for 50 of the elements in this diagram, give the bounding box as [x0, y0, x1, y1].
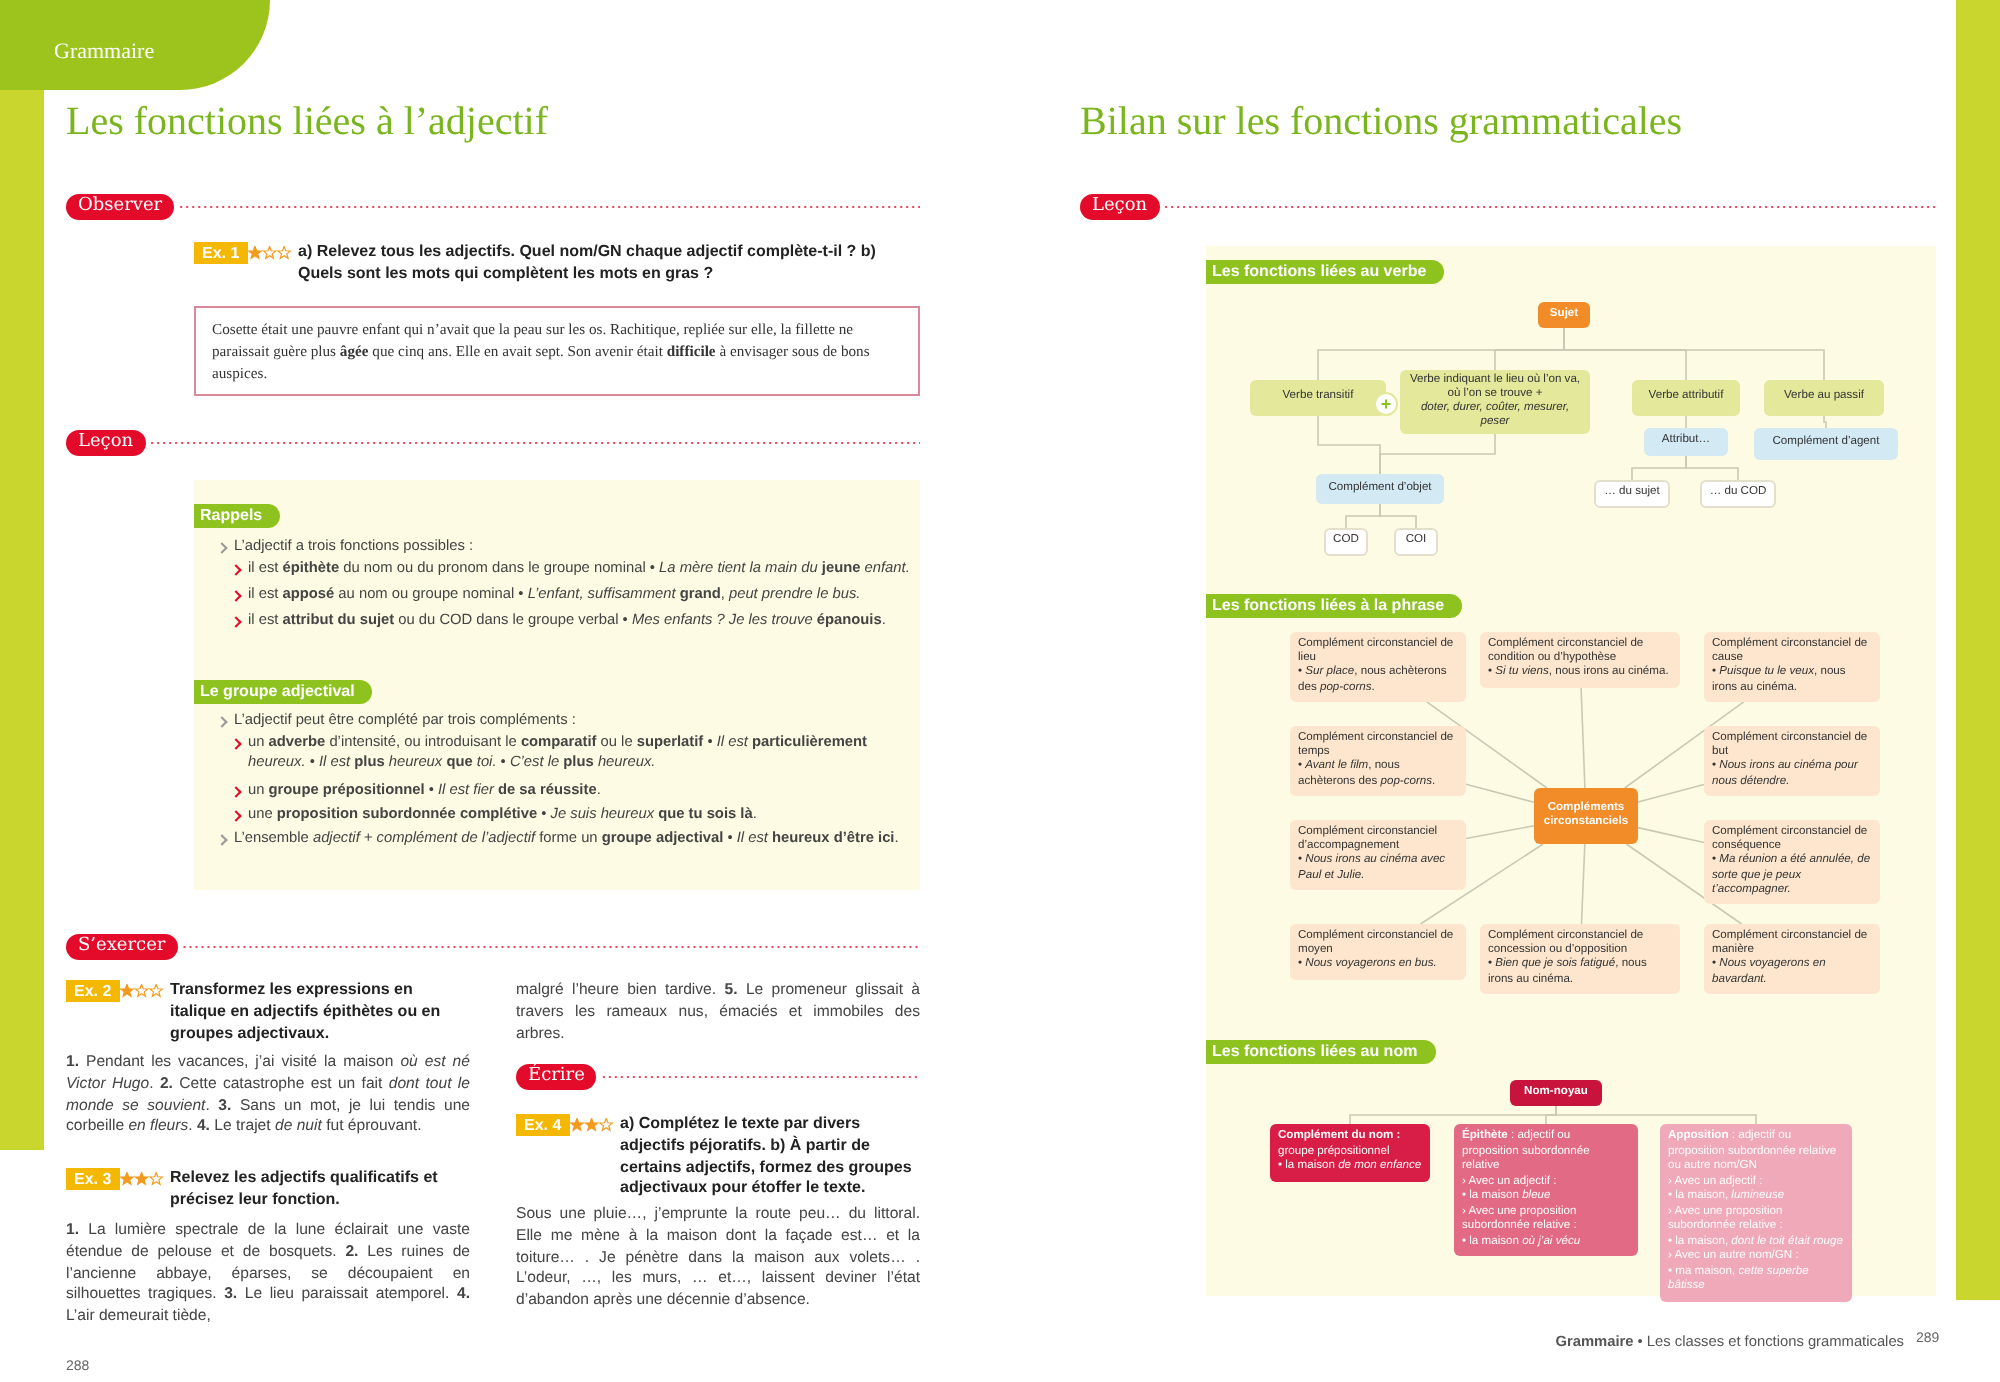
function-card	[1270, 1124, 1430, 1182]
complement-card	[1704, 820, 1880, 905]
section-tab: Observer	[66, 194, 175, 220]
connector-line	[1623, 701, 1745, 789]
complement-card	[1704, 632, 1880, 702]
complement-card	[1290, 726, 1466, 796]
connector-line	[1419, 843, 1544, 925]
heading-tab: Rappels	[194, 504, 281, 528]
complement-card	[1290, 632, 1466, 702]
complement-card	[1704, 924, 1880, 994]
connector-line	[1465, 783, 1535, 804]
connector-line	[1580, 843, 1586, 925]
chapter-tab: Grammaire	[0, 0, 270, 90]
section-tab: Leçon	[66, 430, 146, 456]
function-card	[1660, 1124, 1852, 1302]
exercise-badge: Ex. 4	[516, 1114, 570, 1136]
complement-card	[1290, 924, 1466, 980]
connector-line	[1465, 824, 1535, 840]
connector-line	[1425, 701, 1548, 789]
connector-line	[1685, 415, 1687, 429]
connector-line	[1379, 433, 1496, 475]
section-tab: Leçon	[1080, 194, 1160, 220]
complement-card	[1480, 924, 1680, 994]
exercise-badge: Ex. 1	[194, 242, 248, 264]
exercise-instruction: a) Complétez le texte par divers adjectifs péjoratifs. b) À partir de certains adjectifs, formez des groupes adjectivaux pour étoffer le texte.	[620, 1114, 914, 1201]
page-title: Bilan sur les fonctions grammaticales	[1080, 100, 1683, 146]
complement-card	[1704, 726, 1880, 796]
exercise-instruction: Transformez les expressions en italique en adjectifs épithètes ou en groupes adjectivaux.	[170, 980, 443, 1045]
connector-line	[1379, 503, 1417, 529]
heading-tab: Le groupe adjectival	[194, 680, 373, 704]
heading-tab: Les fonctions liées au nom	[1206, 1040, 1436, 1064]
heading-tab: Les fonctions liées au verbe	[1206, 260, 1445, 284]
connector-line	[1823, 415, 1827, 429]
complement-card	[1480, 632, 1680, 688]
connector-line	[1685, 455, 1739, 481]
heading-tab: Les fonctions liées à la phrase	[1206, 594, 1463, 618]
connector-line	[1580, 686, 1586, 789]
exercise-instruction: Relevez les adjectifs qualificatifs et précisez leur fonction.	[170, 1168, 440, 1212]
connector-line	[1637, 783, 1705, 803]
exercise-instruction: a) Relevez tous les adjectifs. Quel nom/GN chaque adjectif complète-t-il ? b) Quels sont les mots qui complètent les mots en gras ?	[298, 242, 878, 286]
exercise-badge: Ex. 2	[66, 980, 120, 1002]
section-tab: Écrire	[516, 1064, 597, 1090]
page-title: Les fonctions liées à l’adjectif	[66, 100, 549, 146]
connector-line	[1637, 826, 1705, 844]
exercise-badge: Ex. 3	[66, 1168, 120, 1190]
complement-card	[1290, 820, 1466, 890]
connector-line	[1625, 843, 1743, 925]
connector-line	[1555, 1105, 1757, 1125]
section-tab: S’exercer	[66, 934, 178, 960]
function-card	[1454, 1124, 1638, 1257]
